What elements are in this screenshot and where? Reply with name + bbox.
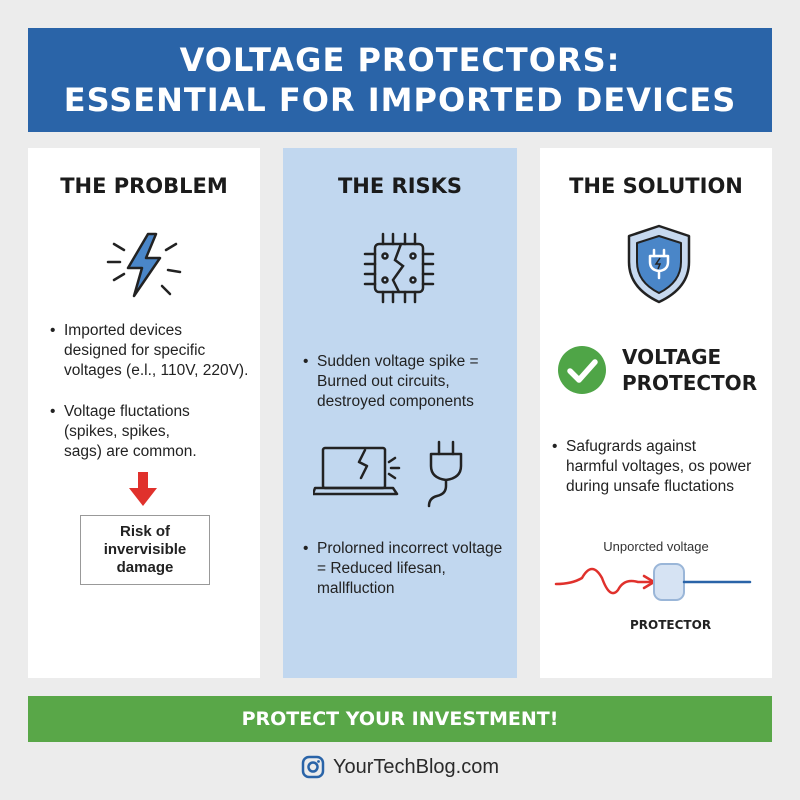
power-plug-icon xyxy=(427,440,463,508)
lightning-bolt-icon xyxy=(106,232,182,298)
risks-title: THE RISKS xyxy=(337,174,463,198)
protector-diagram xyxy=(554,563,752,601)
protector-diagram-label: PROTECTOR xyxy=(630,618,712,632)
problem-column: THE PROBLEM Imported devices designed fo… xyxy=(28,148,260,678)
check-circle-icon xyxy=(558,346,606,394)
header-banner: VOLTAGE PROTECTORS: ESSENTIAL FOR IMPORT… xyxy=(28,28,772,132)
solution-column: THE SOLUTION VOLTAGE PROTECTOR Safugrard… xyxy=(540,148,772,678)
problem-title: THE PROBLEM xyxy=(60,174,228,198)
risk-damage-box: Risk of invervisible damage xyxy=(80,515,210,585)
header-title-line2: ESSENTIAL FOR IMPORTED DEVICES xyxy=(63,81,737,119)
instagram-icon xyxy=(301,755,325,779)
brand-text: YourTechBlog.com xyxy=(332,755,500,778)
header-title-line1: VOLTAGE PROTECTORS: xyxy=(179,41,621,79)
problem-bullet-1: Imported devices designed for specific v… xyxy=(50,321,255,381)
risks-bullet-1: Sudden voltage spike = Burned out circui… xyxy=(303,352,513,412)
solution-title: THE SOLUTION xyxy=(569,174,743,198)
broken-laptop-icon xyxy=(313,446,401,496)
brand-link[interactable]: YourTechBlog.com xyxy=(0,752,800,782)
risks-bullet-2: Prolorned incorrect voltage = Reduced li… xyxy=(303,539,517,599)
broken-chip-icon xyxy=(363,232,435,304)
voltage-protector-label: VOLTAGE PROTECTOR xyxy=(622,345,758,395)
down-arrow-icon xyxy=(129,472,157,506)
risks-column: THE RISKS Sudden voltage spike = Burned … xyxy=(283,148,517,678)
problem-bullet-2: Voltage fluctations (spikes, spikes, sag… xyxy=(50,402,255,462)
unprotected-voltage-caption: Unporcted voltage xyxy=(603,539,709,554)
shield-plug-icon xyxy=(627,224,691,304)
solution-bullet-1: Safugrards against harmful voltages, os … xyxy=(552,437,768,497)
footer-banner: PROTECT YOUR INVESTMENT! xyxy=(28,696,772,742)
